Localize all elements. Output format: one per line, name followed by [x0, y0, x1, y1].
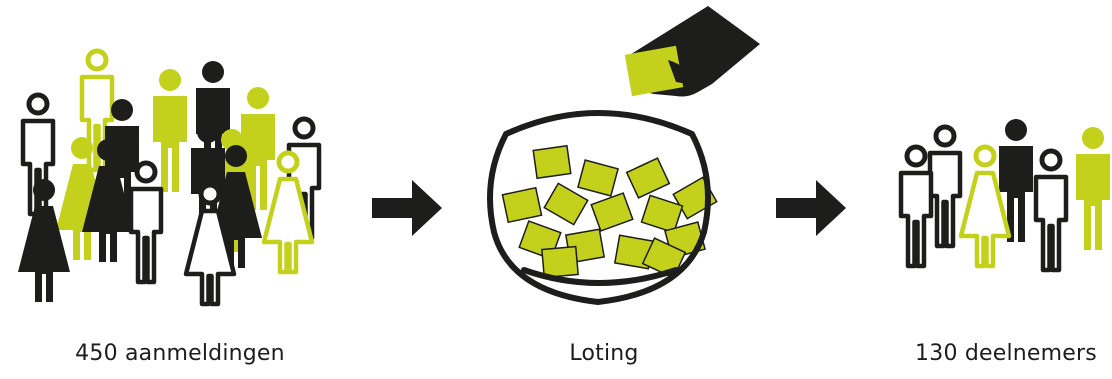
crowd-icon [18, 51, 319, 306]
group-icon [899, 119, 1110, 270]
lottery-bowl-icon [490, 6, 760, 302]
caption-registrations: 450 aanmeldingen [75, 341, 285, 366]
caption-lottery: Loting [569, 341, 638, 366]
arrow-icon [372, 180, 442, 236]
caption-participants: 130 deelnemers [915, 341, 1097, 366]
arrow-icon [776, 180, 846, 236]
